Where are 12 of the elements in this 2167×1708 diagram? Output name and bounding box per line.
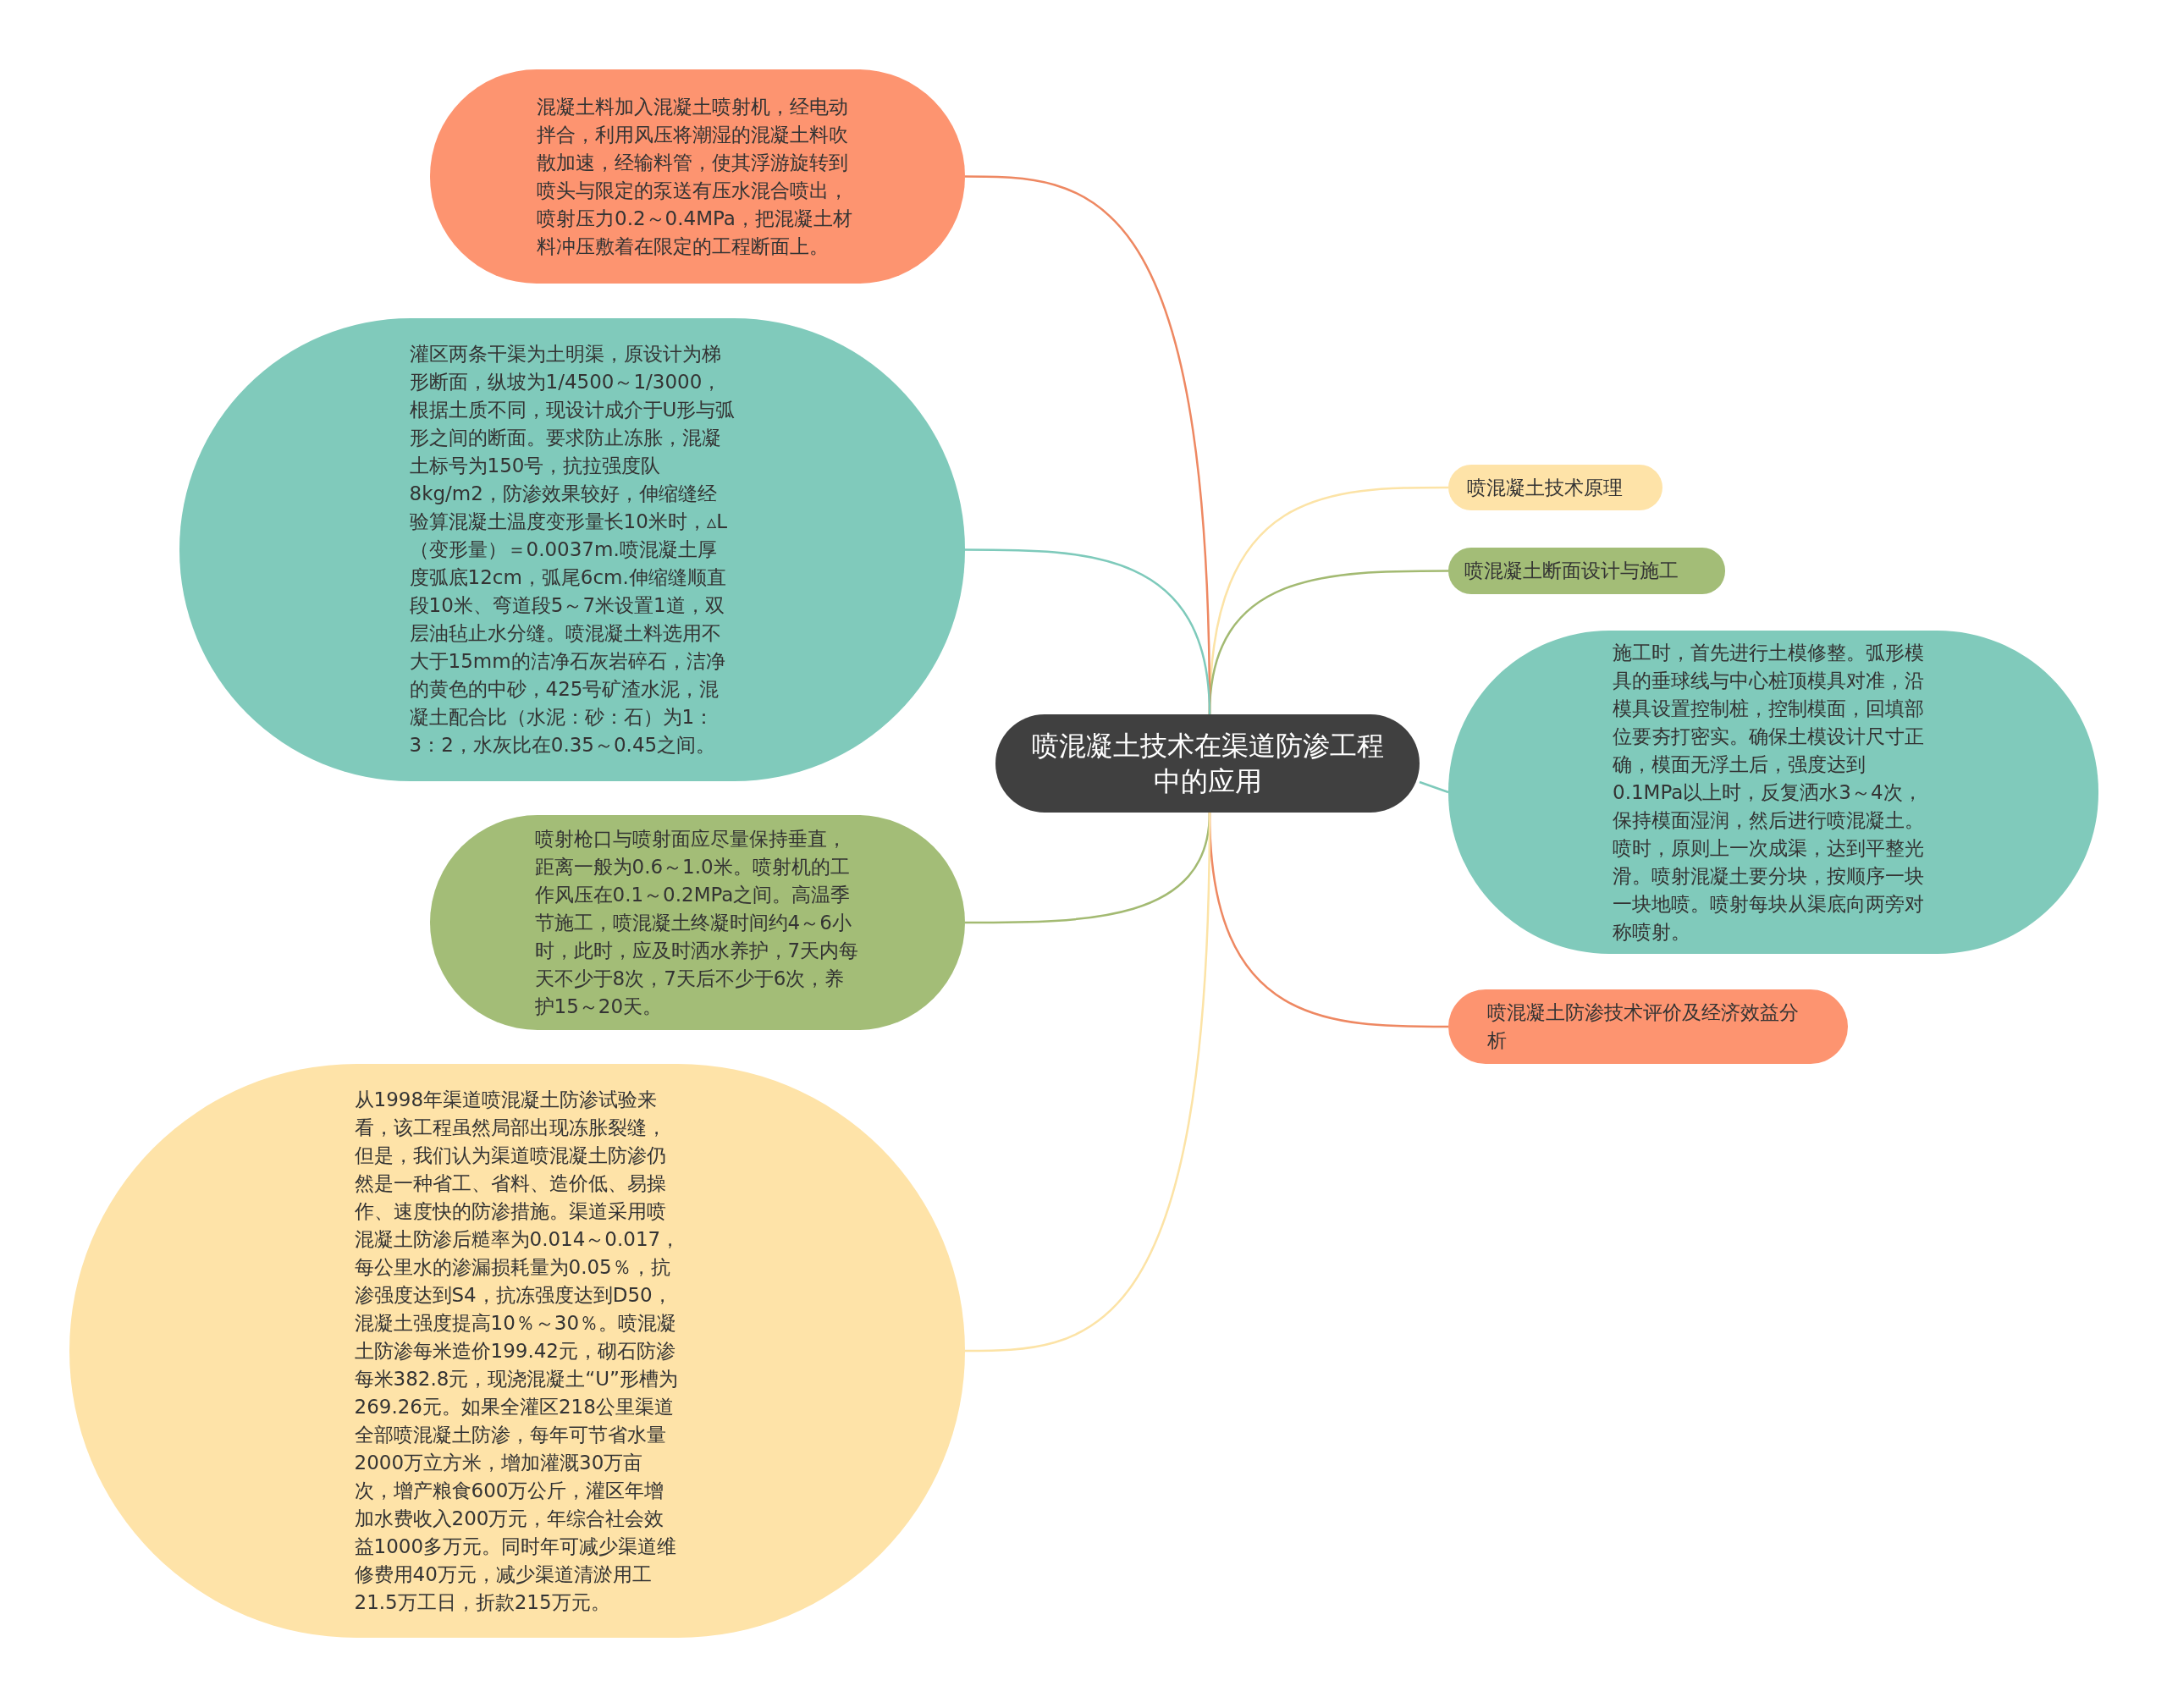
note-bubble: 灌区两条干渠为土明渠，原设计为梯形断面，纵坡为1/4500～1/3000，根据土质不同，现设计成介于U形与弧形之间的断面。要求防止冻胀，混凝土标号为150号，抗拉强度队8kg/m2，防渗效果较好，伸缩缝经验算混凝土温度变形量长10米时，▵L（变形量）＝0.0037m.喷混凝土厚度弧底12cm，弧尾6cm.伸缩缝顺直段10米、弯道段5～7米设置1道，双层油毡止水分缝。喷混凝土料选用不大于15mm的洁净石灰岩碎石，洁净的黄色的中砂，425号矿渣水泥，混凝土配合比（水泥：砂：石）为1：3：2，水灰比在0.35～0.45之间。	[179, 318, 965, 781]
connector-line	[965, 548, 1211, 715]
note-bubble: 混凝土料加入混凝土喷射机，经电动拌合，利用风压将潮湿的混凝土料吹散加速，经输料管，使其浮游旋转到喷头与限定的泵送有压水混合喷出，喷射压力0.2～0.4MPa，把混凝土材料冲压敷着在限定的工程断面上。	[430, 69, 965, 284]
central-topic: 喷混凝土技术在渠道防渗工程中的应用	[995, 714, 1420, 813]
note-bubble: 施工时，首先进行土模修整。弧形模具的垂球线与中心桩顶模具对准，沿模具设置控制桩，控制模面，回填部位要夯打密实。确保土模设计尺寸正确，模面无浮土后，强度达到0.1MPa以上时，反复洒水3～4次，保持模面湿润，然后进行喷混凝土。喷时，原则上一次成渠，达到平整光滑。喷射混凝土要分块，按顺序一块一块地喷。喷射每块从渠底向两旁对称喷射。	[1448, 631, 2098, 954]
connector-line	[1419, 780, 1449, 794]
topic-pill: 喷混凝土技术原理	[1448, 465, 1662, 510]
topic-pill: 喷混凝土防渗技术评价及经济效益分析	[1448, 989, 1848, 1064]
note-bubble: 从1998年渠道喷混凝土防渗试验来看，该工程虽然局部出现冻胀裂缝，但是，我们认为渠道喷混凝土防渗仍然是一种省工、省料、造价低、易操作、速度快的防渗措施。渠道采用喷混凝土防渗后糙率为0.014～0.017，每公里水的渗漏损耗量为0.05％，抗渗强度达到S4，抗冻强度达到D50，混凝土强度提高10％～30％。喷混凝土防渗每米造价199.42元，砌石防渗每米382.8元，现浇混凝土“U”形槽为269.26元。如果全灌区218公里渠道全部喷混凝土防渗，每年可节省水量2000万立方米，增加灌溉30万亩次，增产粮食600万公斤，灌区年增加水费收入200万元，年综合社会效益1000多万元。同时年可减少渠道维修费用40万元，减少渠道清淤用工21.5万工日，折款215万元。	[69, 1064, 965, 1638]
note-bubble: 喷射枪口与喷射面应尽量保持垂直，距离一般为0.6～1.0米。喷射机的工作风压在0.1～0.2MPa之间。高温季节施工，喷混凝土终凝时间约4～6小时，此时，应及时洒水养护，7天内每天不少于8次，7天后不少于6次，养护15～20天。	[430, 815, 965, 1030]
connector-line	[965, 812, 1211, 1353]
topic-pill: 喷混凝土断面设计与施工	[1448, 548, 1725, 594]
